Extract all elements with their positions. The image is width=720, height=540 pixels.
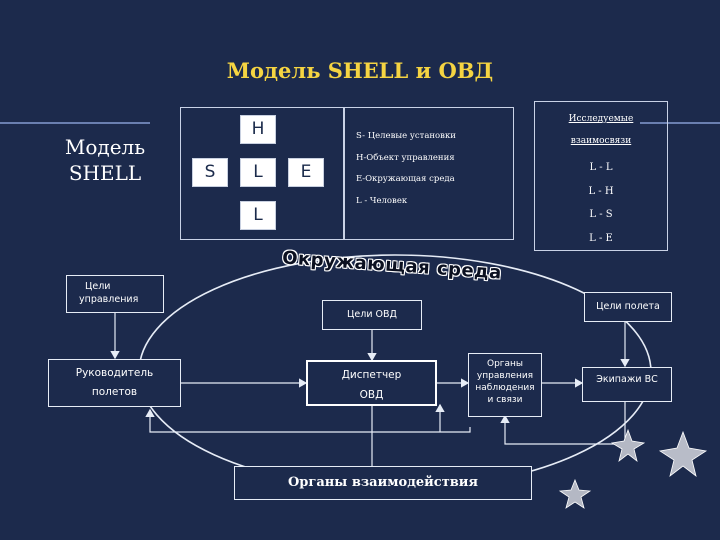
flight-manager-node: Руководитель полетов xyxy=(48,359,181,407)
control-organs-line2: управления xyxy=(476,371,534,381)
shell-h-block: H xyxy=(240,115,276,144)
control-organs-node: Органы управления наблюдения и связи xyxy=(468,353,542,417)
shell-label-line2: SHELL xyxy=(68,161,142,185)
aircraft-crews-label: Экипажи ВС xyxy=(596,374,658,385)
shell-l-center-block: L xyxy=(240,158,276,187)
star-medium xyxy=(610,428,646,463)
top-rule-right xyxy=(640,122,720,124)
control-organs-line3: наблюдения xyxy=(475,383,535,393)
goals-atm-label: Цели ОВД xyxy=(347,309,397,320)
shell-legend-frame xyxy=(344,107,514,240)
dispatcher-line1: Диспетчер xyxy=(341,369,402,381)
relations-list: L - L L - H L - S L - E xyxy=(534,156,668,250)
shell-legend-list: S- Целевые установки Н-Объект управления… xyxy=(356,126,512,212)
relations-frame xyxy=(534,101,668,251)
relations-heading: Исследуемые взаимосвязи xyxy=(534,108,668,152)
goals-management-line2: управления xyxy=(79,294,139,305)
feedback-crews-to-organs xyxy=(500,402,626,445)
goals-flight-node: Цели полета xyxy=(584,292,672,322)
star-small xyxy=(558,478,592,509)
shell-l-bottom-block: L xyxy=(240,201,276,230)
top-rule-left xyxy=(0,122,150,124)
relation-l-e: L - E xyxy=(589,232,613,244)
aircraft-crews-node: Экипажи ВС xyxy=(582,367,672,402)
shell-s-block: S xyxy=(192,158,228,187)
shell-label: Модель SHELL xyxy=(40,134,170,186)
relation-l-h: L - H xyxy=(588,185,614,197)
control-organs-line1: Органы xyxy=(486,359,524,369)
goals-flight-label: Цели полета xyxy=(596,301,660,312)
legend-item-s: S- Целевые установки xyxy=(356,131,456,141)
shell-e-block: E xyxy=(288,158,324,187)
interaction-organs-node: Органы взаимодействия xyxy=(234,466,532,500)
control-organs-line4: и связи xyxy=(487,395,523,405)
legend-item-l: L - Человек xyxy=(356,195,408,206)
flight-manager-line1: Руководитель xyxy=(75,367,154,379)
slide-title: Модель SHELL и ОВД xyxy=(226,58,494,83)
shell-model-frame xyxy=(180,107,344,240)
star-large xyxy=(658,430,708,478)
legend-item-h: Н-Объект управления xyxy=(356,152,455,163)
goals-atm-node: Цели ОВД xyxy=(322,300,422,330)
legend-item-e: Е-Окружающая среда xyxy=(356,174,455,184)
relation-l-l: L - L xyxy=(589,162,613,173)
goals-management-node: Цели управления xyxy=(66,275,164,313)
shell-label-line1: Модель xyxy=(64,135,146,159)
relations-heading-line1: Исследуемые xyxy=(568,114,634,124)
goals-management-line1: Цели xyxy=(85,281,111,292)
feedback-to-manager xyxy=(145,408,471,433)
interaction-organs-label: Органы взаимодействия xyxy=(287,475,479,490)
flight-manager-line2: полетов xyxy=(91,386,138,398)
atm-dispatcher-node: Диспетчер ОВД xyxy=(306,360,437,406)
relations-heading-line2: взаимосвязи xyxy=(570,136,632,146)
dispatcher-line2: ОВД xyxy=(359,389,384,401)
relation-l-s: L - S xyxy=(589,209,613,220)
